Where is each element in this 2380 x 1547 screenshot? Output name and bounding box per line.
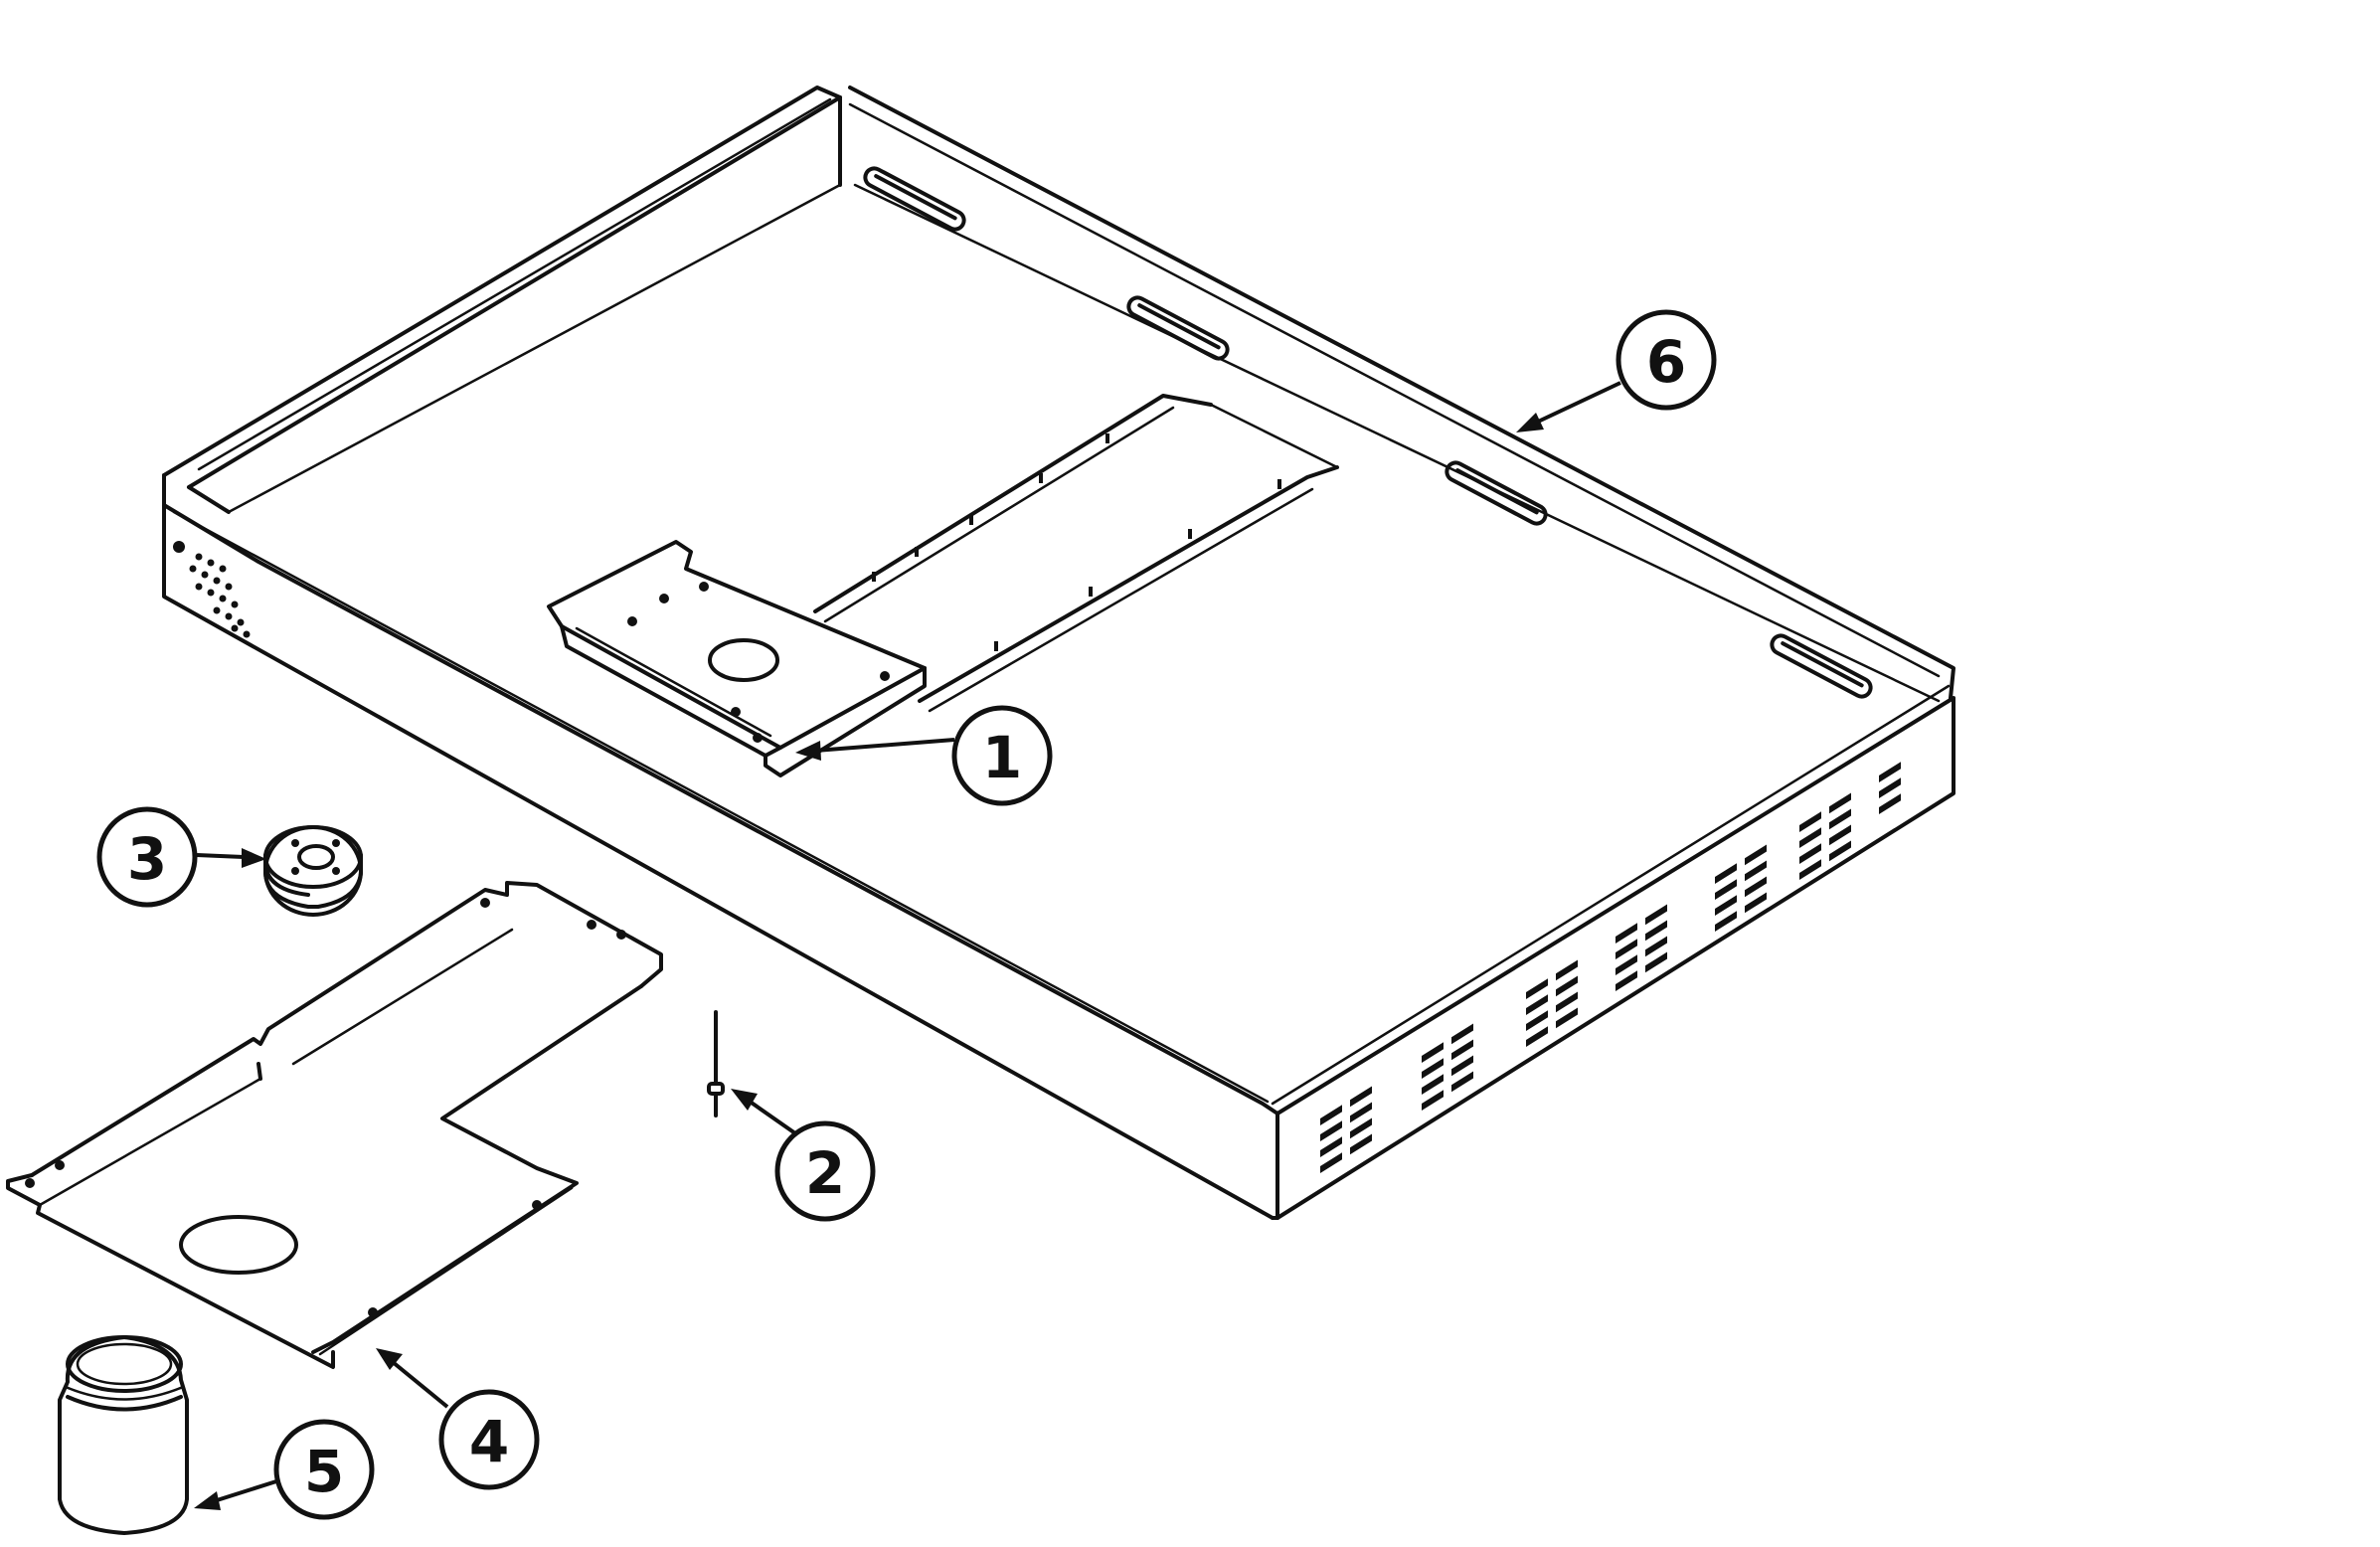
wall-slots bbox=[863, 166, 1873, 699]
mounting-plate bbox=[6, 881, 663, 1369]
callout-4[interactable]: 4 bbox=[376, 1348, 540, 1490]
tray-housing bbox=[162, 86, 1955, 1220]
callout-label-6: 6 bbox=[1646, 328, 1686, 396]
callout-label-1: 1 bbox=[982, 724, 1022, 791]
rivet bbox=[707, 1010, 725, 1117]
compound-jar bbox=[58, 1335, 189, 1535]
callout-circle-1 bbox=[951, 705, 1053, 806]
inner-channels bbox=[813, 394, 1339, 713]
vent-holes-left bbox=[173, 541, 251, 638]
callout-circle-5 bbox=[273, 1419, 375, 1520]
callout-circle-2 bbox=[774, 1120, 876, 1222]
mounting-bracket bbox=[547, 540, 927, 777]
front-vents bbox=[1320, 762, 1901, 1173]
callout-6[interactable]: 6 bbox=[1516, 309, 1717, 432]
bushing-part bbox=[263, 825, 363, 917]
callout-circle-6 bbox=[1615, 309, 1717, 411]
callout-label-5: 5 bbox=[304, 1438, 344, 1505]
callout-label-2: 2 bbox=[805, 1139, 845, 1207]
callout-3[interactable]: 3 bbox=[96, 806, 266, 908]
callout-1[interactable]: 1 bbox=[795, 705, 1053, 806]
callout-2[interactable]: 2 bbox=[731, 1089, 876, 1222]
callout-5[interactable]: 5 bbox=[194, 1419, 375, 1520]
callout-circle-3 bbox=[96, 806, 198, 908]
callout-label-4: 4 bbox=[469, 1408, 509, 1475]
callout-circle-4 bbox=[438, 1389, 540, 1490]
callout-label-3: 3 bbox=[127, 825, 167, 893]
